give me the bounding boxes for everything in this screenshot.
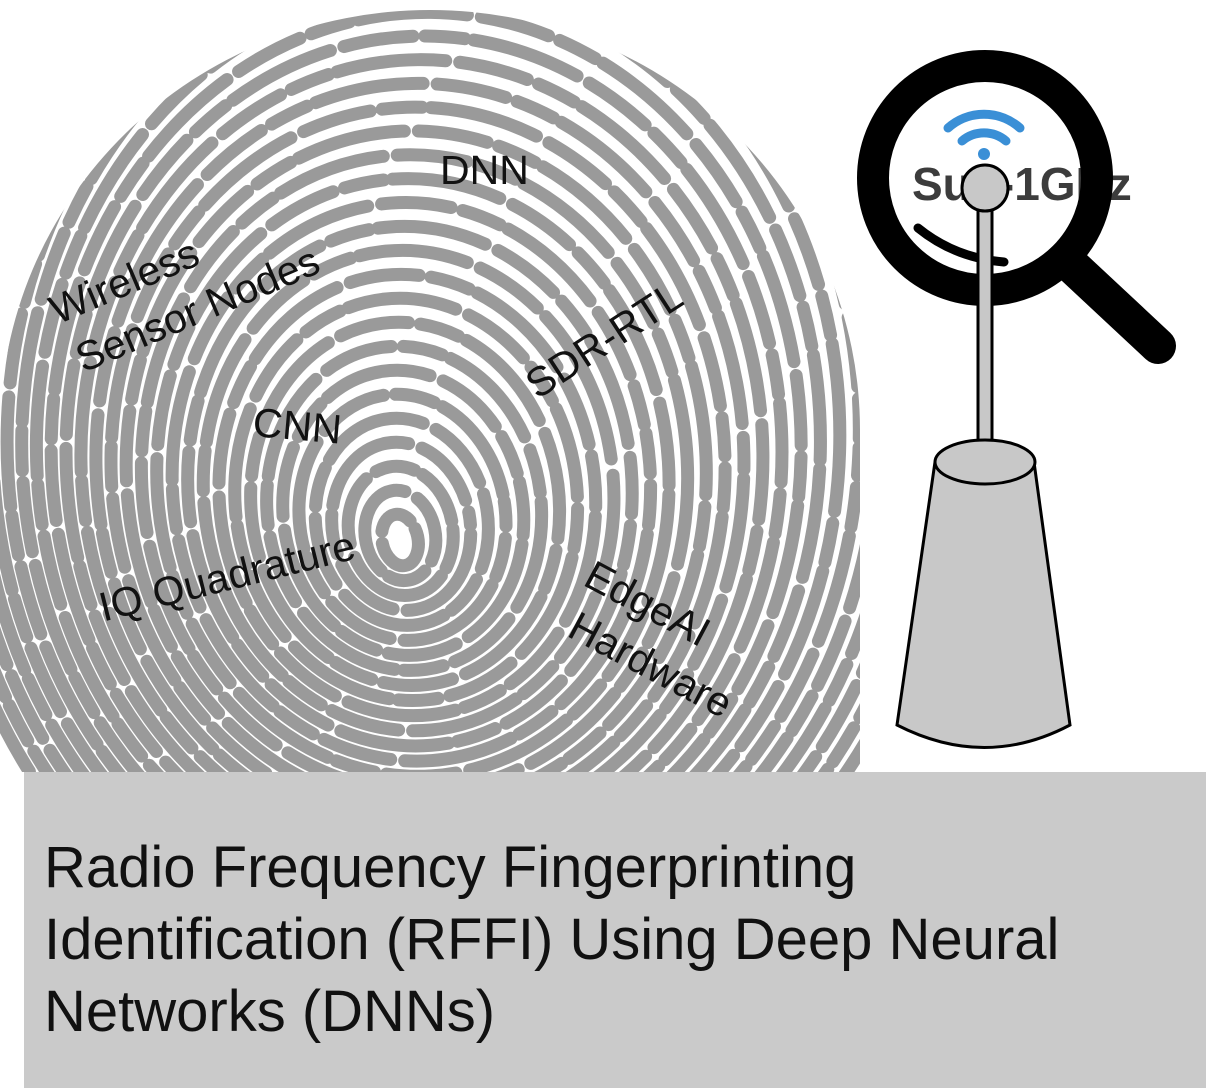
fingerprint-ridge xyxy=(212,267,603,723)
fingerprint-ridge xyxy=(74,53,770,850)
fingerprint-ridge xyxy=(244,315,567,692)
fingerprint-ridge xyxy=(325,435,478,617)
antenna-icon xyxy=(895,163,1072,749)
fingerprint-ridge xyxy=(341,459,460,602)
banner-title: Radio Frequency Fingerprinting Identific… xyxy=(44,835,1060,1044)
wifi-dot xyxy=(978,148,990,160)
fingerprint-ridge xyxy=(276,363,531,662)
fingerprint-ridge xyxy=(308,411,495,632)
fingerprint-ridge xyxy=(228,291,585,708)
title-banner: Radio Frequency Fingerprinting Identific… xyxy=(24,772,1206,1088)
fingerprint-ridge xyxy=(165,196,658,768)
fingerprint-ridge xyxy=(15,10,847,850)
fingerprint-ridge xyxy=(44,10,808,850)
fingerprint-ridge xyxy=(0,10,860,850)
fingerprint-ridge xyxy=(29,10,827,850)
fingerprint-ridge xyxy=(181,219,639,753)
fingerprint-ridge xyxy=(292,387,513,647)
label-dnn: DNN xyxy=(440,147,529,193)
wifi-arc-outer xyxy=(943,109,1025,133)
fingerprint-ridge xyxy=(375,507,425,573)
fingerprint-ridge xyxy=(196,243,621,738)
fingerprint-ridge xyxy=(358,483,443,588)
fingerprint-ridge xyxy=(260,339,549,677)
wifi-arc-inner xyxy=(957,128,1011,146)
fingerprint-ridge xyxy=(59,29,789,850)
